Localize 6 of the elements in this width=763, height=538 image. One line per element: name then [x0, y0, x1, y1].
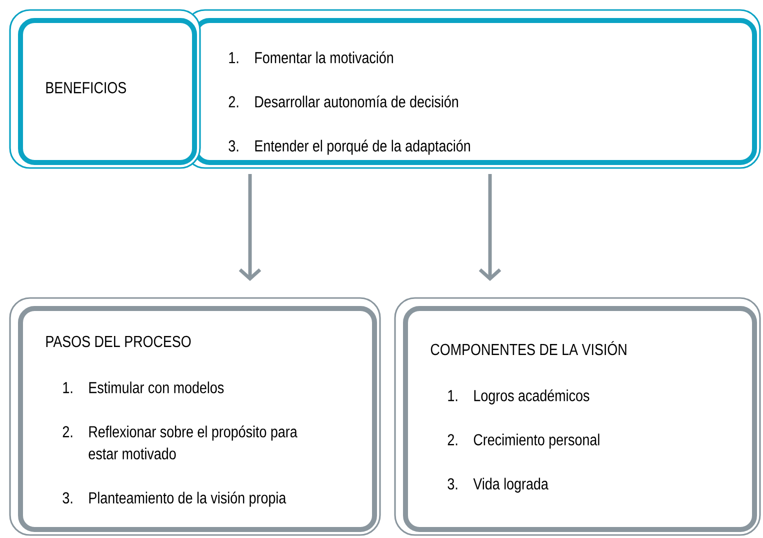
arrow	[238, 174, 262, 281]
list-box: PASOS DEL PROCESO 1. Estimular con modelos 2. Reflexionar sobre el propósito para estar motivado 3. Planteamiento de la visión propia	[9, 297, 381, 536]
list-box: COMPONENTES DE LA VISIÓN 1. Logros académicos 2. Crecimiento personal 3. Vida lograda	[394, 297, 761, 536]
category-box: BENEFICIOS	[9, 9, 201, 169]
arrow	[478, 174, 502, 281]
list-box: 1. Fomentar la motivación 2. Desarrollar autonomía de decisión 3. Entender el porqué de la adaptación	[184, 9, 761, 169]
